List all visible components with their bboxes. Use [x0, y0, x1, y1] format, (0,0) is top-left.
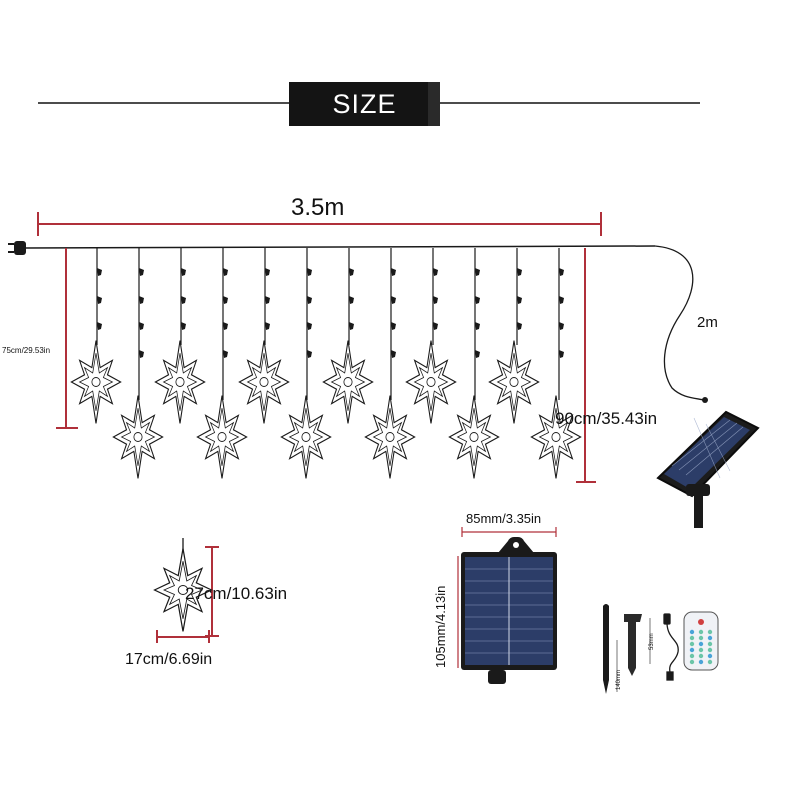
short-drop-label: 75cm/29.53in [2, 346, 51, 355]
usb-cable-icon [663, 613, 679, 681]
bulb [391, 296, 396, 304]
bulb [559, 296, 564, 304]
page-title: SIZE [289, 82, 440, 126]
bulb [265, 296, 270, 304]
bulb [559, 268, 564, 276]
bulb [223, 268, 228, 276]
bulb [433, 322, 438, 330]
light-strands [70, 248, 582, 479]
solar-panel-icon [461, 537, 557, 684]
bulb [517, 296, 522, 304]
remote-button [698, 647, 704, 653]
star-light [405, 340, 457, 424]
bulb [223, 296, 228, 304]
remote-button [698, 659, 704, 665]
remote-button [707, 635, 713, 641]
remote-button [698, 635, 704, 641]
bulb [97, 268, 102, 276]
remote-button [689, 629, 695, 635]
remote-button [707, 629, 713, 635]
bulb [517, 268, 522, 276]
remote-button [689, 653, 695, 659]
star-light [322, 340, 374, 424]
remote-button [707, 647, 713, 653]
remote-control-icon [683, 611, 719, 671]
bulb [391, 268, 396, 276]
solar-panel-icon [656, 410, 760, 528]
star-width-label: 17cm/6.69in [125, 651, 213, 668]
star-light [488, 340, 540, 424]
plug-icon [8, 241, 26, 255]
bulb [181, 296, 186, 304]
bulb [223, 322, 228, 330]
bulb [391, 322, 396, 330]
bulb [139, 322, 144, 330]
ground-stake-icon [603, 604, 651, 694]
star-light [448, 395, 500, 479]
remote-button [698, 629, 704, 635]
star-height-label: 27cm/10.63in [185, 584, 288, 603]
bulb [307, 350, 312, 358]
bulb [307, 268, 312, 276]
remote-button [707, 659, 713, 665]
star-light [112, 395, 164, 479]
panel-height-label: 105mm/4.13in [433, 585, 448, 668]
bulb [349, 296, 354, 304]
star-light [70, 340, 122, 424]
bulb [475, 350, 480, 358]
bulb [265, 268, 270, 276]
remote-button [689, 647, 695, 653]
star-light [364, 395, 416, 479]
remote-button [689, 635, 695, 641]
bulb [223, 350, 228, 358]
bulb [433, 296, 438, 304]
remote-button [689, 659, 695, 665]
long-drop-label: 90cm/35.43in [555, 409, 658, 428]
panel-width-label: 85mm/3.35in [466, 511, 542, 526]
bulb [559, 350, 564, 358]
bulb [349, 268, 354, 276]
bulb [139, 296, 144, 304]
star-light [154, 340, 206, 424]
remote-button [689, 641, 695, 647]
cable-length-label: 2m [697, 314, 718, 331]
bulb [349, 322, 354, 330]
star-light [238, 340, 290, 424]
bulb [517, 322, 522, 330]
stake-length-label: 140mm [616, 669, 622, 690]
main-wire [25, 245, 656, 249]
bulb [475, 268, 480, 276]
bulb [559, 322, 564, 330]
total-width-label: 3.5m [291, 194, 345, 221]
remote-button [698, 641, 704, 647]
solar-cable [654, 245, 705, 401]
bulb [181, 322, 186, 330]
star-light [196, 395, 248, 479]
star-light [280, 395, 332, 479]
bulb [97, 322, 102, 330]
remote-button [707, 641, 713, 647]
bulb [475, 322, 480, 330]
bulb [97, 296, 102, 304]
bulb [265, 322, 270, 330]
bulb [181, 268, 186, 276]
bulb [139, 350, 144, 358]
bulb [391, 350, 396, 358]
bulb [475, 296, 480, 304]
remote-button [698, 653, 704, 659]
bulb [139, 268, 144, 276]
bulb [307, 322, 312, 330]
bulb [433, 268, 438, 276]
stake-width-label: 53mm [649, 633, 655, 650]
bulb [307, 296, 312, 304]
remote-button [707, 653, 713, 659]
